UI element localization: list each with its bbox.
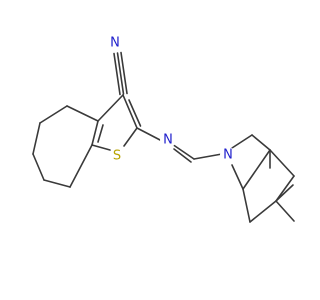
c7-c3-bond (275, 175, 295, 202)
heptane-bond-4 (32, 153, 45, 181)
atom-labels: N S N N (107, 35, 236, 164)
thiophene-c3-c2-bond (122, 94, 138, 129)
n-c2-bond (231, 134, 253, 149)
c1-c7-bond (269, 149, 295, 177)
n-c5-bond (231, 164, 244, 190)
nitrile-bond-2 (113, 52, 121, 96)
imine-double-bond-2 (173, 148, 192, 163)
nitrile-bond-1 (116, 52, 125, 95)
ring-nitrogen-atom: N (220, 147, 236, 163)
ring-nitrogen-label: N (223, 148, 233, 163)
imine-nitrogen-atom: N (160, 132, 176, 148)
c2-c1-bond (251, 134, 271, 151)
c5-c6-bond (242, 188, 251, 223)
imine-double-bond-1 (171, 143, 195, 160)
heptane-bond-6 (69, 144, 93, 188)
imine-nitrogen-label: N (163, 133, 173, 148)
thiophene-s-c7a-bond (91, 144, 111, 151)
diagram-background (0, 0, 300, 300)
nitrile-bond-3 (120, 51, 128, 95)
c3-c6-bond (249, 200, 277, 223)
c5-c1-bond (242, 149, 271, 190)
ring-nitrogen-bg (220, 147, 236, 163)
bond-lines (32, 51, 295, 223)
molecule-diagram: N S N N (0, 0, 300, 300)
c3-methyl-bond-b (275, 184, 294, 202)
c2-n-imine-bond (136, 127, 163, 142)
thiophene-c3a-c7a-bond (91, 120, 99, 146)
heptane-bond-3 (32, 122, 41, 155)
nitrile-nitrogen-bg (107, 35, 123, 51)
c3-methyl-bond-a (275, 200, 295, 222)
thiophene-c3a-c7a-double-bond (97, 124, 104, 143)
thiophene-sulfur-bg (109, 148, 125, 164)
heptane-bond-5 (43, 179, 71, 188)
imine-nitrogen-bg (160, 132, 176, 148)
nitrile-nitrogen-label: N (110, 36, 120, 51)
thiophene-c3-c2-double-bond (128, 99, 142, 127)
ch-n-ring-bond (193, 153, 223, 160)
thiophene-sulfur-atom: S (109, 148, 125, 164)
heptane-bond-2 (39, 105, 68, 124)
heptane-bond-1 (66, 105, 99, 122)
thiophene-sulfur-label: S (113, 149, 121, 164)
nitrile-nitrogen-atom: N (107, 35, 123, 51)
thiophene-c2-s-bond (123, 127, 138, 147)
thiophene-c3-c3a-bond (97, 94, 124, 122)
